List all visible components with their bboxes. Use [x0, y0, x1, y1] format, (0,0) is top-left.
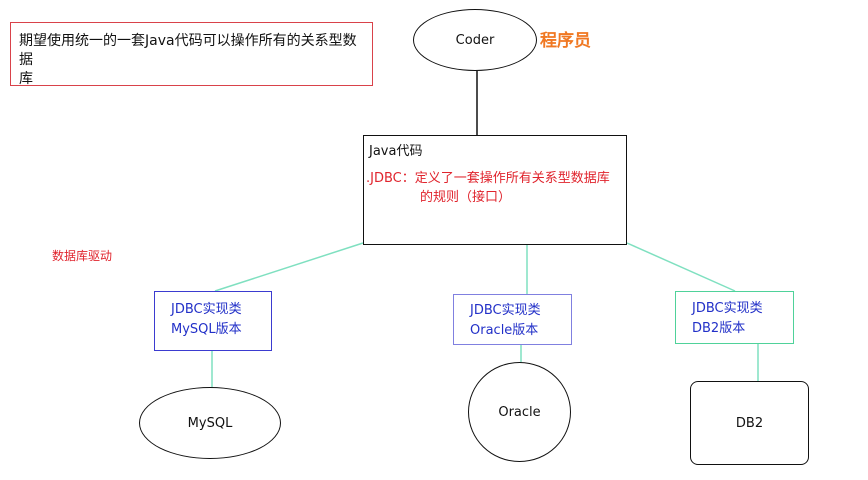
- oracle-database-node: Oracle: [468, 362, 571, 462]
- mysql-impl-box: JDBC实现类 MySQL版本: [154, 291, 272, 351]
- database-driver-label: 数据库驱动: [52, 249, 113, 263]
- java-code-title: Java代码: [369, 144, 423, 159]
- mysql-database-node: MySQL: [139, 387, 281, 459]
- oracle-impl-line1: JDBC实现类: [470, 303, 541, 318]
- db2-impl-box: JDBC实现类 DB2版本: [675, 291, 794, 344]
- mysql-impl-line2: MySQL版本: [171, 322, 242, 337]
- jdbc-definition-line2: 的规则（接口）: [420, 190, 512, 205]
- goal-note-line2: 库: [19, 71, 33, 87]
- oracle-database-label: Oracle: [498, 404, 541, 420]
- mysql-impl-line1: JDBC实现类: [171, 302, 242, 317]
- jdbc-definition-line1: .JDBC：定义了一套操作所有关系型数据库: [366, 171, 610, 186]
- oracle-impl-line2: Oracle版本: [470, 323, 539, 338]
- db2-impl-line2: DB2版本: [692, 321, 746, 336]
- coder-node: Coder: [413, 9, 537, 71]
- mysql-database-label: MySQL: [187, 415, 233, 431]
- coder-label: Coder: [455, 32, 495, 48]
- java-to-mysql-impl-line: [214, 242, 364, 292]
- java-to-db2-impl-line: [626, 242, 736, 292]
- goal-note-box: 期望使用统一的一套Java代码可以操作所有的关系型数据 库: [10, 22, 373, 87]
- db2-impl-line1: JDBC实现类: [692, 301, 763, 316]
- programmer-tag: 程序员: [540, 31, 591, 51]
- goal-note-line1: 期望使用统一的一套Java代码可以操作所有的关系型数据: [19, 33, 357, 68]
- db2-database-label: DB2: [735, 415, 764, 431]
- java-code-box: [363, 135, 627, 245]
- db2-database-node: DB2: [690, 381, 809, 465]
- oracle-impl-box: JDBC实现类 Oracle版本: [453, 294, 572, 345]
